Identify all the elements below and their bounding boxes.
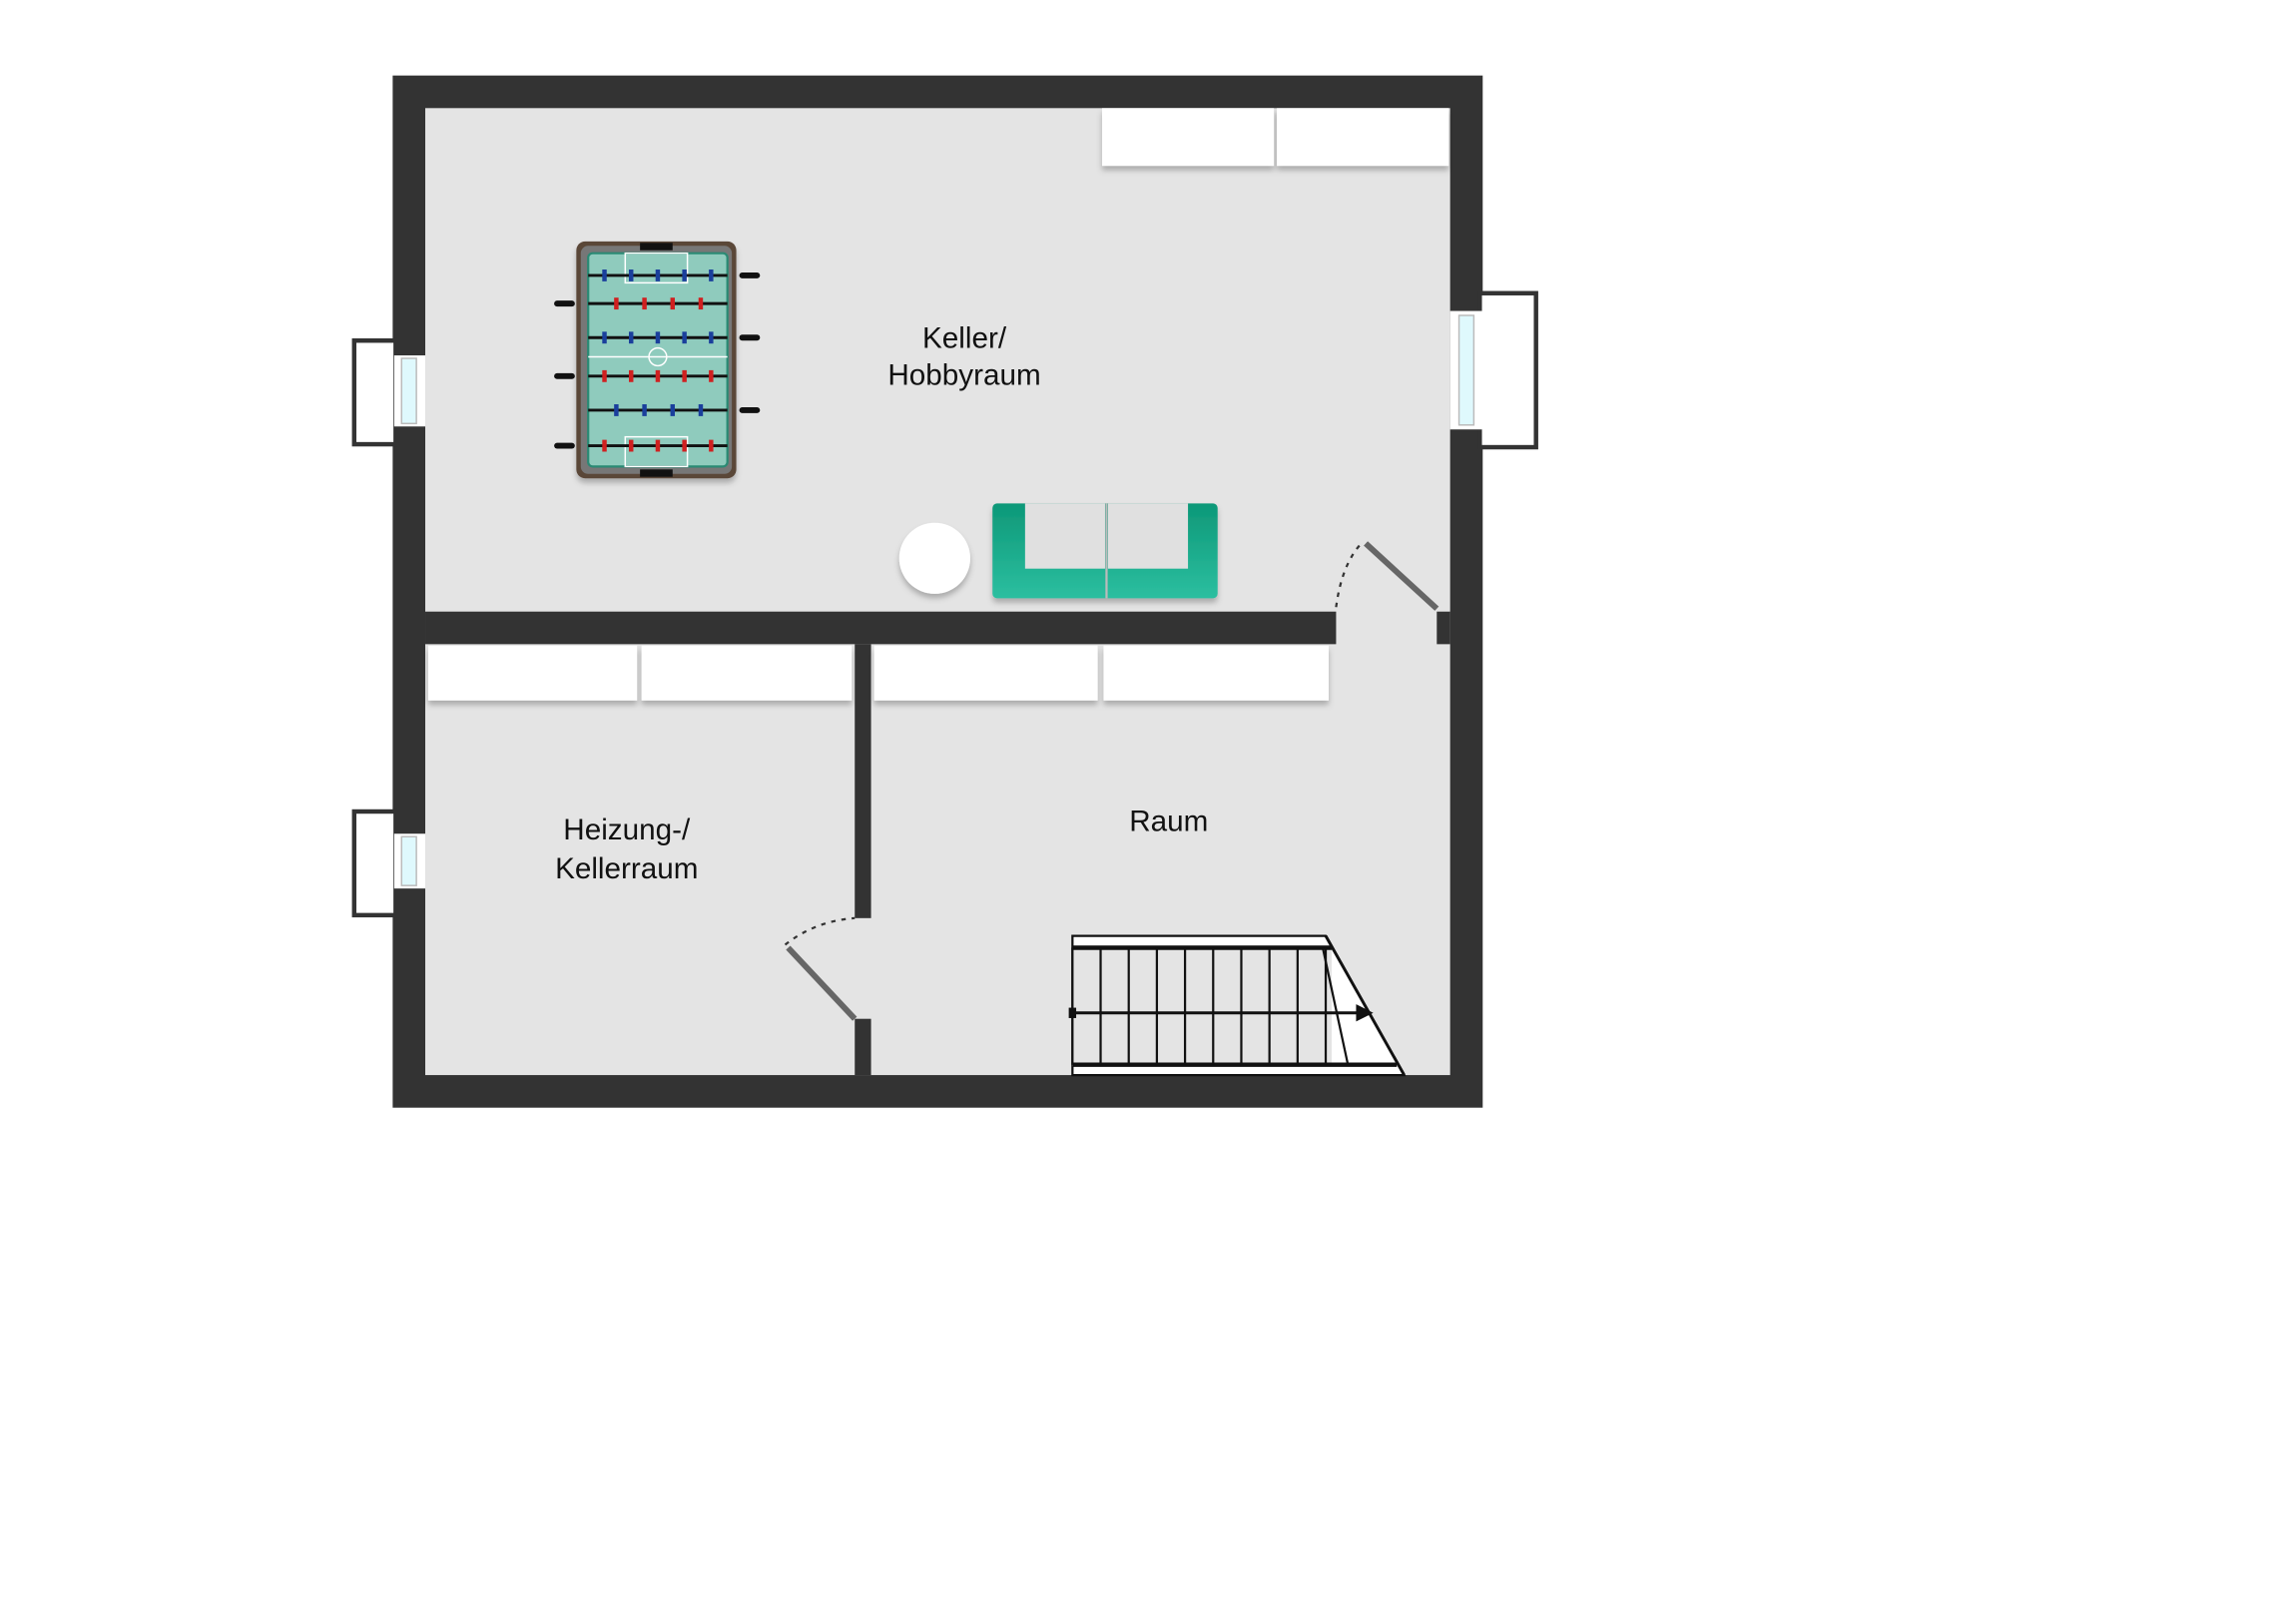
foosball-table-icon (554, 241, 761, 479)
foosball-player (709, 369, 714, 382)
foosball-player (655, 439, 661, 452)
foosball-player (682, 439, 687, 452)
door-icon[interactable] (1335, 541, 1439, 611)
cabinet-icon (427, 108, 1449, 701)
foosball-player (670, 404, 675, 416)
foosball-player (698, 297, 704, 310)
window-icon (1449, 290, 1538, 450)
window-icon (351, 809, 426, 918)
interior-wall-horizontal (425, 611, 1337, 645)
foosball-player (629, 270, 634, 281)
foosball-player (602, 331, 607, 344)
foosball-player (614, 404, 619, 416)
interior-wall-vertical-lower (855, 1018, 871, 1076)
foosball-player (682, 331, 687, 344)
foosball-player (642, 297, 647, 310)
stairs-icon (1068, 934, 1407, 1077)
foosball-player (614, 297, 619, 310)
window-icon (351, 337, 426, 447)
foosball-player (602, 439, 607, 452)
sofa-icon (992, 503, 1218, 599)
foosball-player (655, 369, 661, 382)
room-label-hobby-line2: Hobbyraum (887, 359, 1040, 392)
foosball-player (629, 439, 634, 452)
foosball-handle (554, 372, 575, 379)
foosball-player (655, 331, 661, 344)
foosball-player (670, 297, 675, 310)
foosball-player (682, 369, 687, 382)
foosball-handle (554, 300, 575, 307)
foosball-player (655, 270, 661, 281)
foosball-player (709, 439, 714, 452)
foosball-handle (739, 406, 761, 413)
foosball-player (709, 270, 714, 281)
foosball-handle (739, 271, 761, 278)
room-label-heizung-line1: Heizung-/ (563, 813, 691, 846)
interior-wall-stub (1436, 611, 1450, 645)
room-label-heizung-line2: Kellerraum (555, 852, 698, 885)
foosball-handle (739, 334, 761, 341)
foosball-player (602, 369, 607, 382)
foosball-player (709, 331, 714, 344)
foosball-player (698, 404, 704, 416)
foosball-handle (554, 442, 575, 449)
foosball-player (629, 369, 634, 382)
interior-wall-vertical-upper (855, 644, 871, 918)
room-label-raum: Raum (1129, 805, 1208, 837)
room-label-hobby-line1: Keller/ (922, 322, 1007, 355)
round-table-icon (898, 522, 970, 594)
foosball-player (602, 270, 607, 281)
foosball-player (682, 270, 687, 281)
foosball-player (629, 331, 634, 344)
door-icon[interactable] (784, 916, 858, 1021)
foosball-player (642, 404, 647, 416)
